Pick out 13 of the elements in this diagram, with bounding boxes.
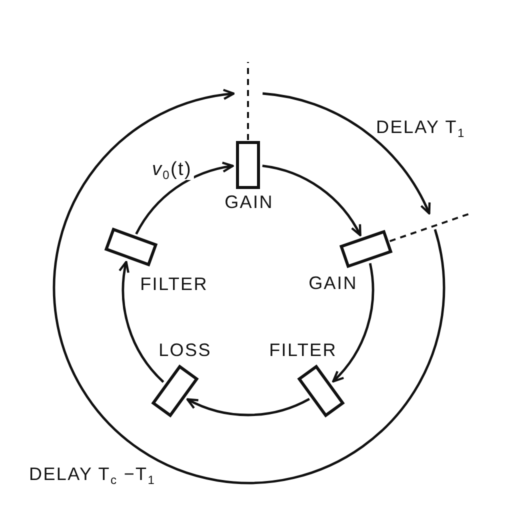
component-label: LOSS	[158, 340, 212, 360]
arrow	[262, 164, 362, 236]
arrow	[332, 263, 374, 382]
component-label: GAIN	[308, 273, 358, 293]
component-label: FILTER	[269, 340, 337, 360]
component-label: FILTER	[140, 274, 208, 294]
delay-label: DELAY T$_{c}$ −T$_{1}$	[29, 464, 156, 484]
component-block	[236, 141, 260, 189]
component-label: GAIN	[224, 192, 274, 212]
arrow	[119, 260, 164, 383]
delay-label: DELAY T$_{1}$	[376, 117, 466, 137]
arrow	[186, 398, 310, 416]
arrow	[135, 162, 234, 235]
